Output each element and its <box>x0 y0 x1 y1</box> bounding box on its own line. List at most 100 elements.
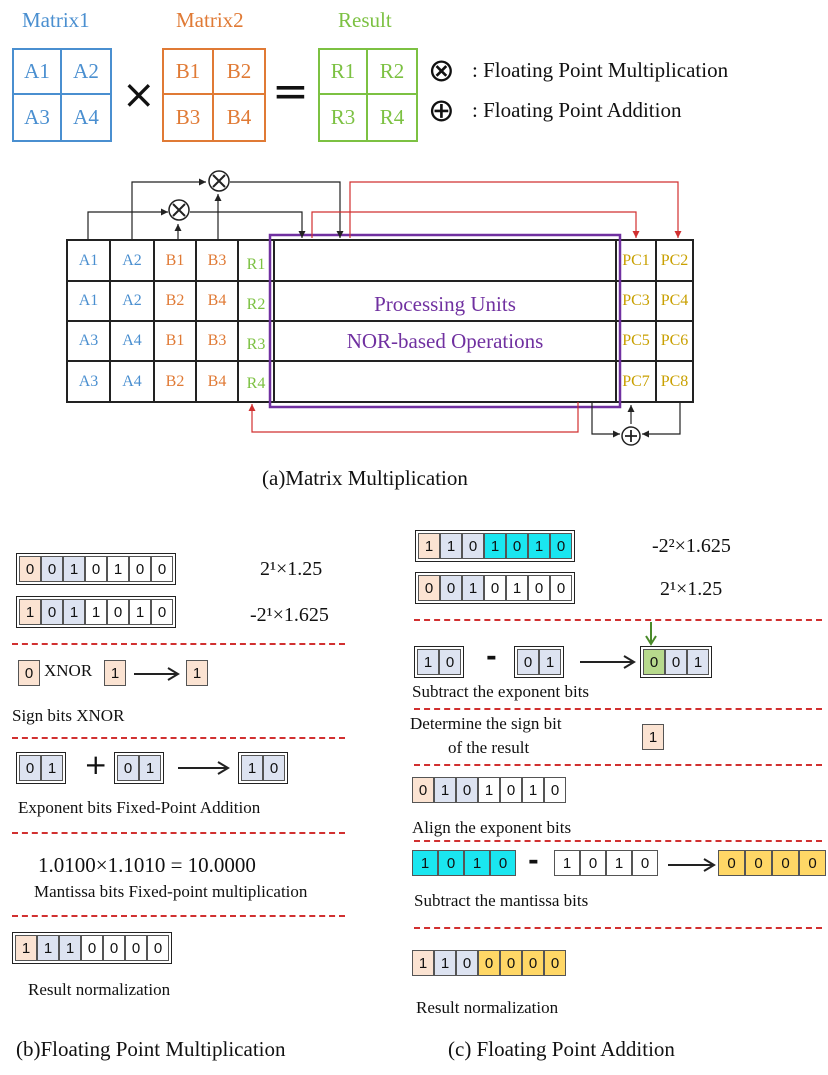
bit: 1 <box>606 850 632 876</box>
divider <box>414 619 822 621</box>
arrow-icon <box>580 655 636 669</box>
bit: 1 <box>506 575 528 601</box>
bit: 0 <box>550 533 572 559</box>
mult-num1-label: 2¹×1.25 <box>260 558 323 580</box>
grid-cell-pc: PC3 <box>622 292 650 309</box>
bit: 1 <box>687 649 709 675</box>
matrix2-cell: B4 <box>226 105 252 129</box>
matrix2-cell: B1 <box>164 50 214 95</box>
bit: 1 <box>528 533 550 559</box>
mult-norm-bits: 1 1 1 0 0 0 0 <box>12 932 172 964</box>
matrix2-cell: B2 <box>214 50 264 95</box>
result-cell: R1 <box>320 50 368 95</box>
sign-caption-1: Determine the sign bit <box>410 714 562 733</box>
bit: 0 <box>263 755 285 781</box>
bit: 0 <box>117 755 139 781</box>
bit: 0 <box>438 850 464 876</box>
bit: 0 <box>151 599 173 625</box>
arrow-icon <box>178 761 230 775</box>
bit: 0 <box>456 777 478 803</box>
bit: 0 <box>103 935 125 961</box>
times-symbol: × <box>122 72 156 118</box>
xnor-result: 1 <box>186 660 208 686</box>
sign-caption-2: of the result <box>448 738 530 757</box>
bit: 0 <box>19 755 41 781</box>
add-num1-bits: 1 1 0 1 0 1 0 <box>415 530 575 562</box>
bit: 1 <box>129 599 151 625</box>
bit: 1 <box>434 950 456 976</box>
bit: 0 <box>462 533 484 559</box>
submant-result-bits: 0 0 0 0 <box>718 850 826 876</box>
plus-op: + <box>84 748 108 781</box>
bit: 0 <box>528 575 550 601</box>
grid-cell-a: A1 <box>78 251 99 269</box>
add-num1-label: -2²×1.625 <box>652 535 731 557</box>
grid-cell-pc: PC6 <box>660 332 689 349</box>
arrow-icon <box>134 667 180 681</box>
result-cell: R3 <box>320 95 368 140</box>
matrix2-label: Matrix2 <box>176 8 244 32</box>
bit: 0 <box>745 850 772 876</box>
bit: 0 <box>478 950 500 976</box>
add-num2-label: 2¹×1.25 <box>660 578 723 600</box>
grid-cell-d: B4 <box>207 372 227 390</box>
mult-num2-bits: 1 0 1 1 0 1 0 <box>16 596 176 628</box>
matrix1: A1 A2 A3 A4 <box>12 48 112 142</box>
bit: 1 <box>241 755 263 781</box>
result-label: Result <box>338 8 392 32</box>
grid-cell-c: B2 <box>165 292 185 309</box>
bit: 0 <box>440 575 462 601</box>
grid-cell-pc: PC7 <box>622 372 650 390</box>
matrix1-cell: A2 <box>62 50 110 95</box>
xnor-caption: Sign bits XNOR <box>12 706 125 725</box>
bit: 0 <box>19 556 41 582</box>
bit: 0 <box>484 575 506 601</box>
bit: 0 <box>107 599 129 625</box>
align-bits: 0 1 0 1 0 1 0 <box>412 777 566 803</box>
bit: 1 <box>440 533 462 559</box>
grid-cell-a: A3 <box>78 372 99 390</box>
bit: 1 <box>554 850 580 876</box>
bit: 0 <box>799 850 826 876</box>
bit: 1 <box>462 575 484 601</box>
subexp-result-bits: 0 0 1 <box>640 646 712 678</box>
grid-cell-b: A4 <box>122 372 142 390</box>
bit: 0 <box>439 649 461 675</box>
matrix1-label: Matrix1 <box>22 8 90 32</box>
bit: 1 <box>37 935 59 961</box>
matrix2-cell: B3 <box>164 95 214 140</box>
bit: 1 <box>522 777 544 803</box>
processing-units-label: Processing Units <box>374 292 516 316</box>
grid-cell-r: R2 <box>246 296 266 313</box>
bit: 0 <box>550 575 572 601</box>
bit: 1 <box>417 649 439 675</box>
bit: 0 <box>129 556 151 582</box>
bit: 0 <box>544 777 566 803</box>
bit: 0 <box>490 850 516 876</box>
mult-num1-bits: 0 0 1 0 1 0 0 <box>16 553 176 585</box>
bit: 1 <box>539 649 561 675</box>
result-cell: R2 <box>368 50 416 95</box>
grid-cell-r: R3 <box>246 336 266 353</box>
add-num2-bits: 0 0 1 0 1 0 0 <box>415 572 575 604</box>
bit: 1 <box>63 556 85 582</box>
bit: 1 <box>412 950 434 976</box>
subexp-a-bits: 1 0 <box>414 646 464 678</box>
divider <box>12 643 345 645</box>
bit: 0 <box>125 935 147 961</box>
grid-cell-d: B3 <box>207 332 227 349</box>
matrix2: B1 B2 B3 B4 <box>162 48 266 142</box>
subexp-caption: Subtract the exponent bits <box>412 682 590 701</box>
divider <box>12 915 345 917</box>
bit: 1 <box>19 599 41 625</box>
bit: 1 <box>85 599 107 625</box>
grid-cell-d: B4 <box>207 292 227 309</box>
grid-cell-pc: PC1 <box>622 251 650 269</box>
xnor-op: XNOR <box>44 661 93 680</box>
minus-op: - <box>486 642 497 672</box>
bit: 0 <box>500 950 522 976</box>
exp-caption: Exponent bits Fixed-Point Addition <box>18 798 261 817</box>
grid-cell-d: B3 <box>207 251 227 269</box>
bit: 0 <box>147 935 169 961</box>
grid-cell-c: B2 <box>165 372 185 390</box>
